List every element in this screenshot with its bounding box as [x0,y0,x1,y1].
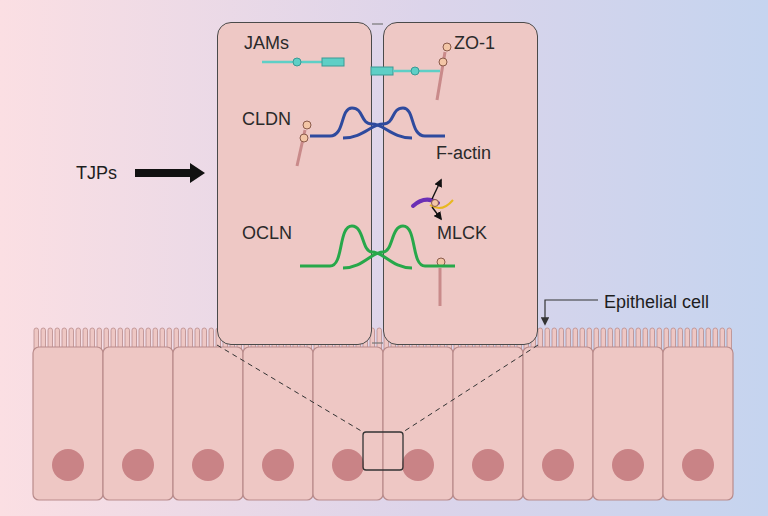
membrane-line [372,342,383,343]
nucleus [262,449,294,481]
nucleus [332,449,364,481]
f-actin-filament [413,200,438,206]
epithelial-cell [313,347,383,500]
zo1-domain [439,58,447,66]
epithelial-cell [593,347,663,500]
zo1-domain [300,134,308,142]
nucleus [402,449,434,481]
jam-domain [322,58,344,66]
epithelial-cell [103,347,173,500]
epithelial-cell [33,347,103,500]
occludin-strand [300,226,412,268]
zo1-domain [303,121,311,129]
claudin-strand [343,108,445,138]
protein-label: OCLN [242,223,292,243]
epithelial-cell [173,347,243,500]
zo1-stick [439,268,442,306]
protein-label: JAMs [244,33,289,53]
epithelial-cell [663,347,733,500]
zoom-line [217,345,363,432]
protein-label: MLCK [437,223,487,243]
annotation-label: Epithelial cell [604,291,709,313]
epithelial-cell [453,347,523,500]
zo1-domain [437,258,445,266]
epithelial-cell [383,347,453,500]
epithelial-cell [243,347,313,500]
membrane-line [372,23,383,24]
epithelial-cell [523,347,593,500]
nucleus [542,449,574,481]
nucleus [192,449,224,481]
claudin-strand [310,108,412,138]
annotation-label: TJPs [76,162,117,184]
protein-label: CLDN [242,109,291,129]
mlck-filament [430,200,453,208]
zo1-stick [297,130,305,166]
cell-outline: JAMsCLDN OCLN [217,22,372,345]
zo1-stick [437,52,445,100]
zoom-square [363,432,403,470]
nucleus [612,449,644,481]
jam-protein [393,70,440,73]
jam-domain [411,67,419,75]
protein-label: F-actin [436,143,491,163]
nucleus [682,449,714,481]
interaction-arrow [432,180,441,199]
nucleus [472,449,504,481]
jam-protein [262,61,322,64]
protein-label: ZO-1 [454,33,495,53]
occludin-strand [343,226,455,268]
zo1-domain [443,43,451,51]
interaction-arrow [432,207,441,219]
jam-domain [293,58,301,66]
nucleus [52,449,84,481]
zoom-line [403,345,538,432]
nucleus [122,449,154,481]
zo1-domain [432,200,439,207]
leader-arrow [545,300,598,324]
cell-outline: ZO-1F-actinMLCK [383,22,538,345]
pointer-arrow [135,163,205,183]
jam-domain [371,67,393,75]
